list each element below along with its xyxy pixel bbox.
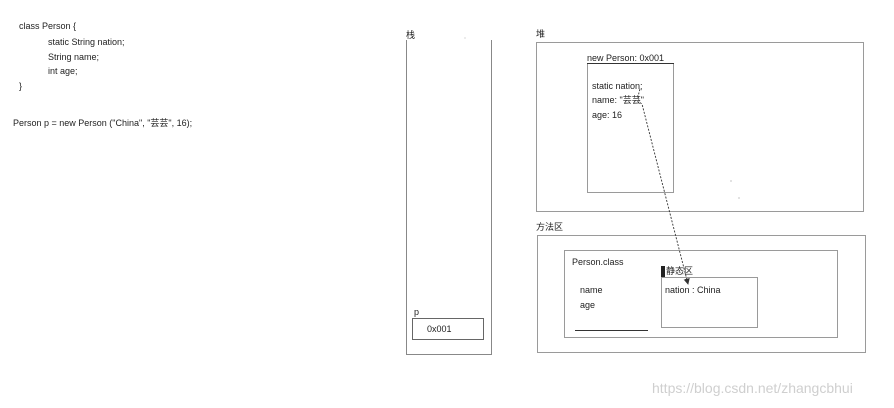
heap-object-header-rule: [587, 63, 674, 64]
stray-dot: [730, 180, 732, 182]
stack-title: 栈: [406, 30, 416, 40]
person-class-title: Person.class: [572, 257, 624, 267]
stack-variable-box: [412, 318, 484, 340]
class-field-age: age: [580, 300, 596, 310]
heap-title: 堆: [536, 29, 546, 39]
heap-field-static-nation: static nation;: [592, 81, 643, 91]
stack-variable-name: p: [414, 307, 420, 317]
code-line-class: class Person {: [19, 21, 77, 31]
code-line-name-field: String name;: [48, 52, 100, 62]
class-field-name: name: [580, 285, 603, 295]
static-area-box: [661, 277, 758, 328]
static-reference-arrow: [637, 88, 690, 285]
static-area-title: 静态区: [661, 266, 693, 277]
method-area-region: [537, 235, 866, 353]
stack-variable-value: 0x001: [427, 324, 452, 334]
code-statement: Person p = new Person ("China", "芸芸", 16…: [13, 118, 193, 128]
stray-dot: [464, 37, 466, 39]
code-line-age-field: int age;: [48, 66, 78, 76]
stray-dot: [738, 197, 740, 199]
method-area-title: 方法区: [536, 222, 564, 232]
heap-region: [536, 42, 864, 212]
watermark: https://blog.csdn.net/zhangcbhui: [652, 380, 853, 396]
stack-frame: [406, 40, 492, 355]
heap-field-name: name: "芸芸": [592, 95, 644, 105]
code-line-close-brace: }: [19, 81, 23, 91]
heap-field-age: age: 16: [592, 110, 623, 120]
person-class-box: [564, 250, 838, 338]
class-fields-box: [575, 278, 648, 331]
static-area-value: nation : China: [665, 285, 721, 295]
code-line-static-field: static String nation;: [48, 37, 125, 47]
heap-object-header: new Person: 0x001: [587, 53, 665, 63]
